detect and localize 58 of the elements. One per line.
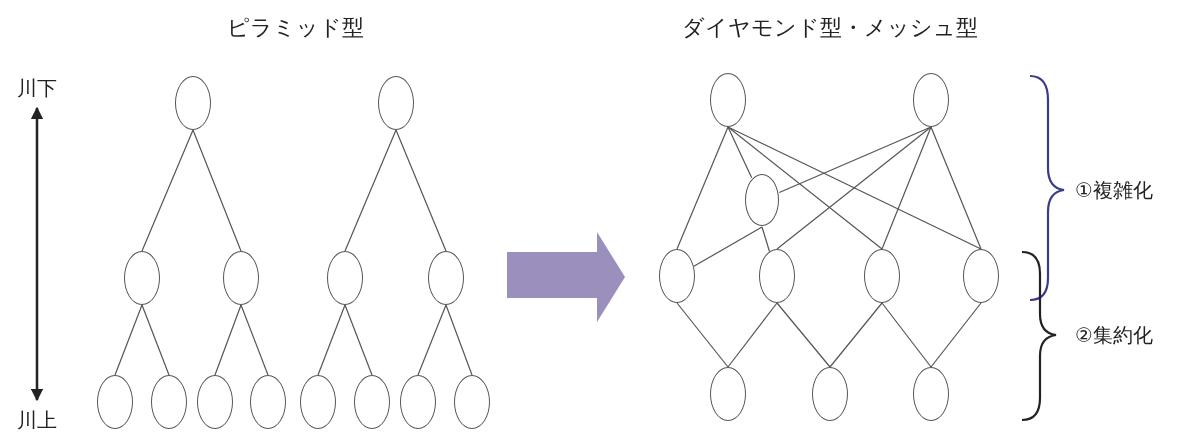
oval-node bbox=[428, 251, 464, 305]
oval-node bbox=[745, 174, 779, 226]
connector-line bbox=[693, 226, 763, 267]
connector-line bbox=[727, 126, 982, 250]
connector-line bbox=[676, 302, 729, 368]
oval-node bbox=[812, 367, 848, 421]
connector-line bbox=[727, 302, 778, 368]
connector-line bbox=[727, 126, 753, 179]
connector-line bbox=[240, 304, 269, 376]
oval-node bbox=[913, 367, 949, 421]
connector-line bbox=[778, 126, 932, 194]
oval-node bbox=[759, 249, 795, 303]
connector-line bbox=[344, 304, 373, 376]
connector-line bbox=[141, 129, 194, 252]
oval-node bbox=[659, 249, 695, 303]
connector-line bbox=[761, 226, 771, 253]
brace-label: ①複雑化 bbox=[1075, 180, 1153, 200]
connector-line bbox=[727, 126, 883, 250]
oval-node bbox=[97, 375, 133, 429]
axis-label: 川上 bbox=[17, 410, 57, 430]
connector-line bbox=[676, 126, 729, 250]
connector-line bbox=[317, 304, 346, 376]
oval-node bbox=[197, 375, 233, 429]
connector-line bbox=[417, 304, 447, 376]
connector-line bbox=[114, 304, 143, 376]
diagram-heading: ダイヤモンド型・メッシュ型 bbox=[682, 17, 978, 39]
oval-node bbox=[151, 375, 187, 429]
oval-node bbox=[864, 249, 900, 303]
oval-node bbox=[400, 375, 436, 429]
connector-line bbox=[344, 129, 397, 252]
axis-label: 川下 bbox=[17, 78, 57, 98]
oval-node bbox=[250, 375, 286, 429]
connector-line bbox=[881, 302, 932, 368]
oval-node bbox=[354, 375, 390, 429]
connector-line bbox=[214, 304, 242, 376]
connector-line bbox=[192, 129, 242, 252]
connector-line bbox=[829, 302, 883, 368]
connector-line bbox=[776, 302, 831, 368]
oval-node bbox=[913, 73, 949, 127]
brace-label: ②集約化 bbox=[1075, 325, 1153, 345]
oval-node bbox=[710, 367, 746, 421]
oval-node bbox=[963, 249, 999, 303]
connector-line bbox=[881, 126, 932, 250]
diagram-heading: ピラミッド型 bbox=[226, 17, 364, 39]
connector-line bbox=[930, 126, 982, 250]
oval-node bbox=[710, 73, 746, 127]
oval-node bbox=[327, 251, 363, 305]
oval-node bbox=[124, 251, 160, 305]
oval-node bbox=[300, 375, 336, 429]
connector-line bbox=[776, 126, 932, 250]
oval-node bbox=[175, 76, 211, 130]
connector-line bbox=[445, 304, 473, 376]
oval-node bbox=[223, 251, 259, 305]
connector-line bbox=[141, 304, 170, 376]
connector-line bbox=[395, 129, 447, 252]
connector-line bbox=[930, 302, 982, 368]
oval-node bbox=[378, 76, 414, 130]
oval-node bbox=[454, 375, 490, 429]
